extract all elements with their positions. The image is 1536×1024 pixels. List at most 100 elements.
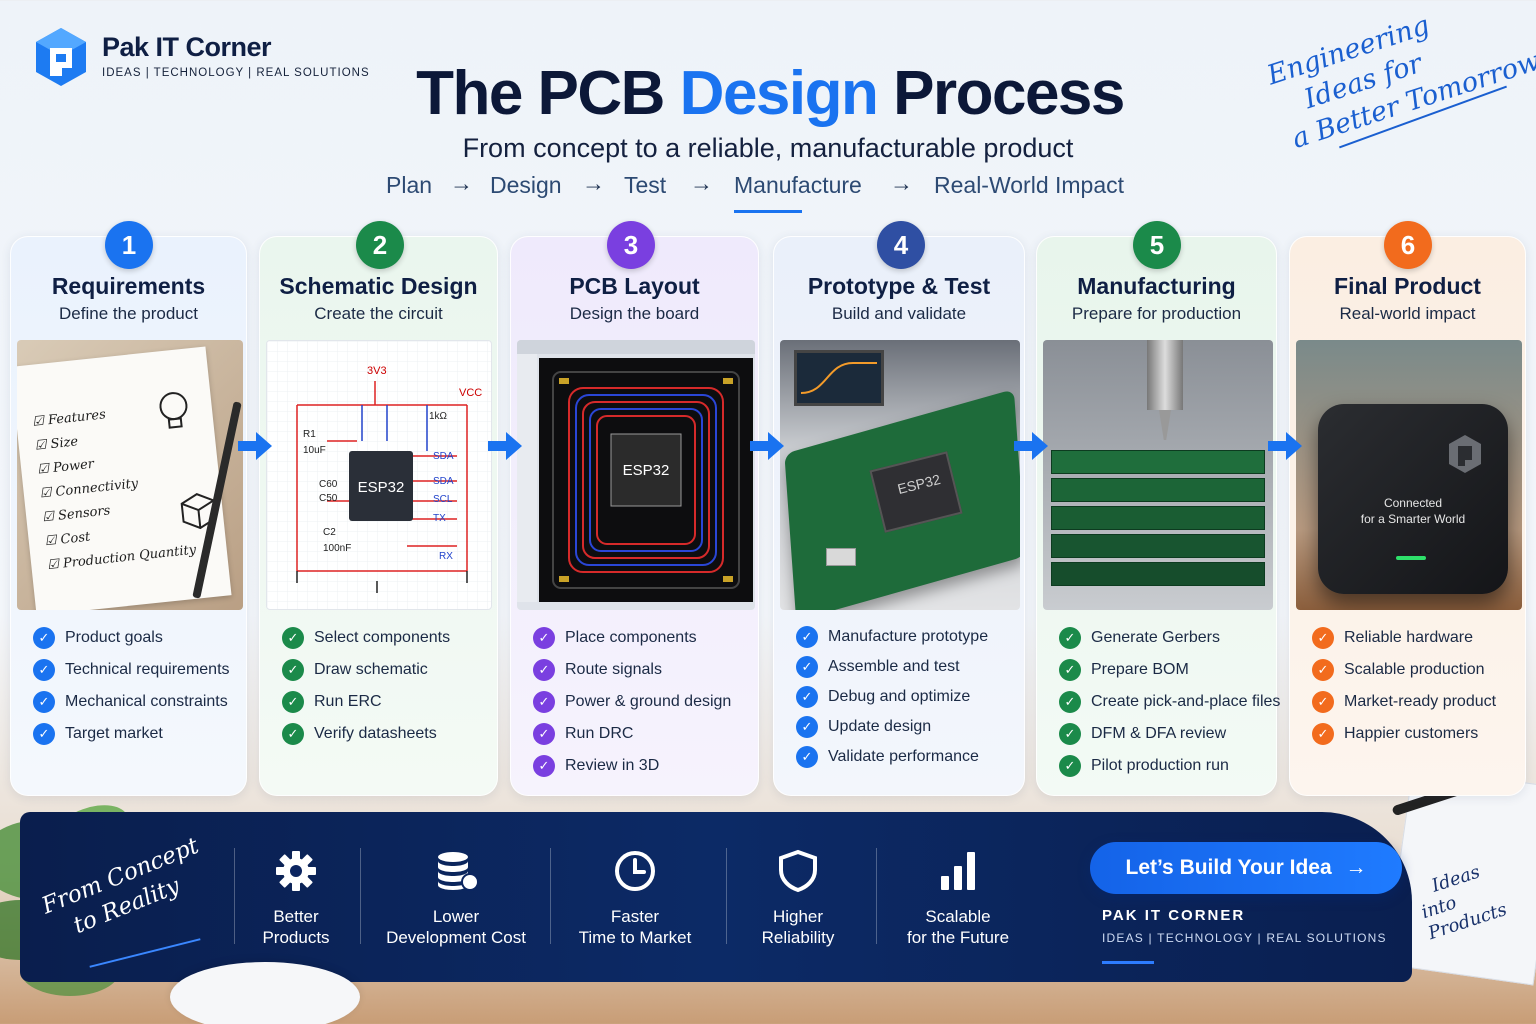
cta-label: Let’s Build Your Idea (1125, 856, 1332, 879)
component-label: 100nF (323, 543, 352, 554)
check-icon: ✓ (533, 755, 555, 777)
step-card-schematic-design[interactable]: 2 Schematic Design Create the circuit ES… (259, 221, 498, 796)
list-item: ✓Assemble and test (796, 656, 1018, 686)
list-item: ✓Technical requirements (33, 659, 240, 691)
step-card-requirements[interactable]: 1 Requirements Define the product ☑ Feat… (10, 221, 247, 796)
final-product-device-image: Connected for a Smarter World (1296, 340, 1522, 610)
next-step-arrow-icon (238, 432, 272, 460)
check-icon: ✓ (533, 659, 555, 681)
flow-test: Test (624, 172, 667, 198)
check-icon: ✓ (33, 691, 55, 713)
schematic-image: ESP32 3V3 VCC R1 10uF C2 100nF SDA SDA S… (266, 340, 492, 610)
check-icon: ✓ (33, 723, 55, 745)
brand-logo[interactable]: Pak IT Corner IDEAS | TECHNOLOGY | REAL … (34, 26, 369, 92)
check-icon: ✓ (1059, 627, 1081, 649)
step-number-badge: 3 (607, 221, 655, 269)
check-icon: ✓ (533, 627, 555, 649)
step-card-prototype-test[interactable]: 4 Prototype & Test Build and validate ES… (773, 221, 1025, 796)
list-item: ✓Update design (796, 716, 1018, 746)
list-item: ✓Route signals (533, 659, 752, 691)
pin-label: SCL (433, 494, 453, 505)
lets-build-your-idea-button[interactable]: Let’s Build Your Idea → (1090, 842, 1402, 894)
next-step-arrow-icon (488, 432, 522, 460)
computer-mouse-decoration (170, 962, 360, 1024)
benefits-band (20, 812, 1412, 982)
pak-it-corner-logo-icon (34, 26, 88, 88)
benefit-label: for the Future (906, 928, 1010, 947)
step-subtitle: Design the board (569, 304, 700, 323)
list-item: ✓Place components (533, 627, 752, 659)
step-number-badge: 4 (877, 221, 925, 269)
step-title: Requirements (51, 273, 206, 299)
step-card-manufacturing[interactable]: 5 Manufacturing Prepare for production ✓… (1036, 221, 1280, 796)
component-label: R1 (303, 429, 316, 440)
slogan: Engineering Ideas for a Better Tomorrow (1263, 0, 1536, 213)
divider (360, 848, 361, 944)
list-item: ✓Verify datasheets (282, 723, 491, 755)
benefit-label: Higher (772, 907, 824, 926)
list-item: ✓Target market (33, 723, 240, 755)
device-text: for a Smarter World (1360, 512, 1466, 526)
step-checklist: ✓Product goals ✓Technical requirements ✓… (33, 627, 240, 755)
arrow-right-icon: → (1345, 856, 1367, 879)
divider (876, 848, 877, 944)
check-icon: ✓ (1312, 723, 1334, 745)
component-label: C60 (319, 479, 338, 490)
step-card-pcb-layout[interactable]: 3 PCB Layout Design the board (510, 221, 759, 796)
title-pre: The PCB (416, 59, 680, 128)
step-subtitle: Define the product (59, 304, 198, 323)
lightbulb-icon (159, 392, 188, 429)
step-number-badge: 6 (1384, 221, 1432, 269)
chip-label: ESP32 (357, 479, 405, 496)
coin-stack-icon (438, 852, 479, 891)
clock-icon (615, 851, 655, 891)
check-icon: ✓ (796, 716, 818, 738)
next-step-arrow-icon (1014, 432, 1048, 460)
list-item: ✓Scalable production (1312, 659, 1519, 691)
list-item: ✓DFM & DFA review (1059, 723, 1270, 755)
check-icon: ✓ (282, 723, 304, 745)
check-icon: ✓ (1059, 755, 1081, 777)
benefit-scalable-future: Scalable for the Future (888, 848, 1028, 948)
benefit-better-products: Better Products (240, 848, 352, 948)
step-number-badge: 2 (356, 221, 404, 269)
next-step-arrow-icon (750, 432, 784, 460)
flow-arrow: → (450, 170, 473, 196)
list-item: ✓Draw schematic (282, 659, 491, 691)
prototype-board-image: ESP32 (780, 340, 1020, 610)
step-title: Final Product (1334, 273, 1481, 299)
step-card-final-product[interactable]: 6 Final Product Real-world impact Connec… (1289, 221, 1526, 796)
shield-icon (779, 849, 817, 893)
page-title: The PCB Design Process (0, 58, 1536, 129)
check-icon: ✓ (533, 691, 555, 713)
flow-arrow: → (690, 170, 713, 196)
device-text: Connected (1383, 496, 1443, 510)
list-item: ✓Create pick-and-place files (1059, 691, 1280, 723)
requirements-notebook-image: ☑ Features ☑ Size ☑ Power ☑ Connectivity… (17, 340, 243, 610)
device-logo-icon (1449, 435, 1481, 473)
divider (550, 848, 551, 944)
benefit-label: Time to Market (578, 928, 692, 947)
list-item: ✓Generate Gerbers (1059, 627, 1270, 659)
pin-label: RX (439, 551, 453, 562)
step-subtitle: Create the circuit (314, 304, 443, 323)
flow-manufacture: Manufacture (734, 172, 862, 198)
check-icon: ✓ (33, 627, 55, 649)
step-subtitle: Real-world impact (1339, 304, 1476, 323)
brand-tagline: IDEAS | TECHNOLOGY | REAL SOLUTIONS (102, 67, 370, 79)
benefit-label: Development Cost (386, 928, 526, 947)
check-icon: ✓ (1059, 723, 1081, 745)
title-highlight: Design (679, 59, 879, 128)
list-item: ✓Validate performance (796, 746, 1018, 776)
benefit-faster-time-to-market: Faster Time to Market (560, 848, 710, 948)
benefit-label: Scalable (925, 907, 991, 926)
flow-real-world-impact: Real-World Impact (934, 172, 1125, 198)
benefit-lower-cost: Lower Development Cost (370, 848, 542, 948)
benefit-label: Lower (432, 907, 480, 926)
benefit-higher-reliability: Higher Reliability (738, 848, 858, 948)
step-checklist: ✓Manufacture prototype ✓Assemble and tes… (796, 626, 1018, 776)
active-flow-underline (734, 210, 802, 213)
pin-label: SDA (433, 451, 454, 462)
bar-chart-icon (941, 852, 975, 890)
list-item: ✓Prepare BOM (1059, 659, 1270, 691)
